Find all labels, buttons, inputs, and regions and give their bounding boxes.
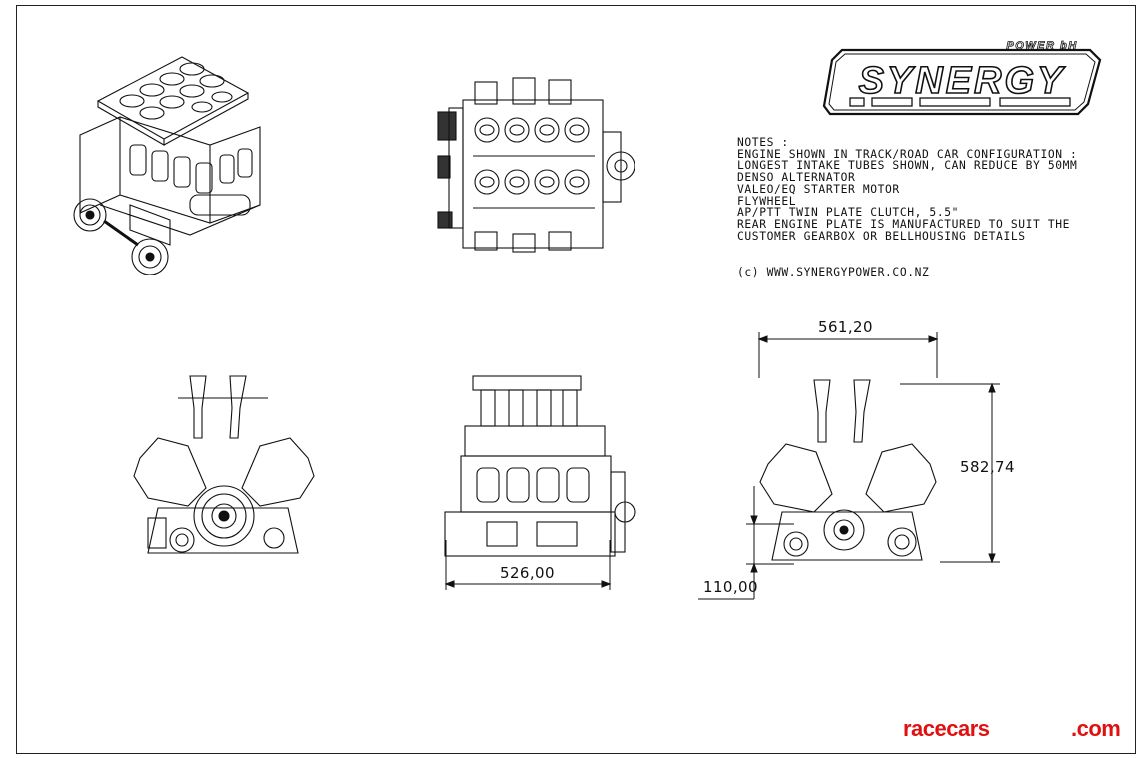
dimension-label-ground-offset: 110,00 [703,578,758,596]
notes-line: ENGINE SHOWN IN TRACK/ROAD CAR CONFIGURA… [737,147,1078,161]
notes-line: REAR ENGINE PLATE IS MANUFACTURED TO SUI… [737,217,1071,231]
logo-stripes [849,97,1071,107]
dimension-side-length [444,540,612,590]
notes-line: DENSO ALTERNATOR [737,171,856,185]
engine-rear-view [759,379,937,561]
engine-front-view [133,375,315,554]
engine-top-view [437,77,635,253]
copyright-text: (c) WWW.SYNERGYPOWER.CO.NZ [737,266,930,279]
dimension-width [757,332,939,378]
intake-runners [474,117,590,195]
dimension-ground-offset [698,486,794,600]
dimension-label-height: 582,74 [960,458,1015,476]
logo-wordmark: SYNERGY [859,60,1066,102]
notes-line: VALEO/EQ STARTER MOTOR [737,182,900,196]
engine-side-view [444,375,636,557]
intake-trumpets [119,62,233,120]
cylinder-bank [129,144,253,194]
synergy-logo: SYNERGY POWER bH [822,40,1102,116]
notes-line: NOTES : [737,136,789,149]
dimension-label-side: 526,00 [500,564,555,582]
watermark-racecars: racecars [903,716,990,741]
dimension-height [900,382,1000,564]
dimension-label-width: 561,20 [818,318,873,336]
notes-line: FLYWHEEL [737,194,797,208]
notes-line: CUSTOMER GEARBOX OR BELLHOUSING DETAILS [737,229,1026,243]
cylinders-side [476,467,590,503]
drawing-border [16,5,1136,754]
notes-block: NOTES : ENGINE SHOWN IN TRACK/ROAD CAR C… [737,137,1117,242]
engine-isometric-view [73,56,261,275]
notes-line: LONGEST INTAKE TUBES SHOWN, CAN REDUCE B… [737,159,1078,173]
watermark-dotcom: .com [1071,716,1121,741]
notes-line: AP/PTT TWIN PLATE CLUTCH, 5.5" [737,206,960,220]
logo-tagline: POWER bH [1006,40,1077,52]
